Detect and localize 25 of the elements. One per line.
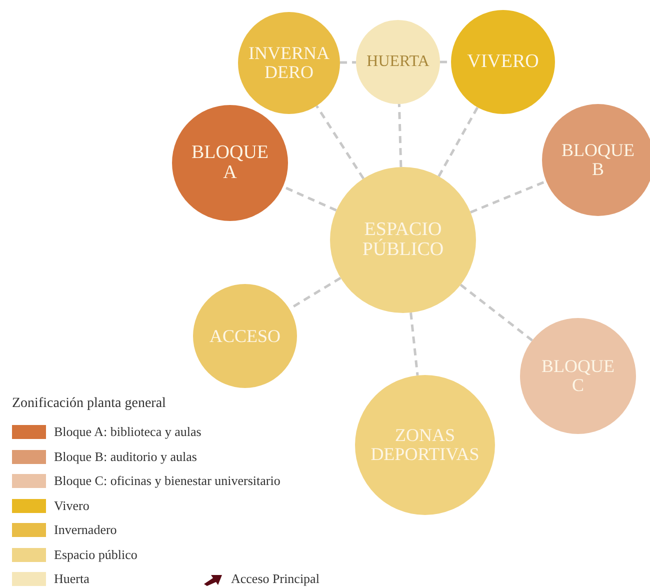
zone-label: BLOQUE C	[540, 357, 616, 395]
dashed-connector	[410, 312, 419, 376]
zone-label: VIVERO	[467, 52, 539, 72]
legend-text: Vivero	[54, 496, 90, 515]
dashed-connector	[398, 104, 402, 168]
legend-text: Acceso Principal	[231, 570, 320, 588]
legend-text: Bloque A: biblioteca y aulas	[54, 423, 202, 442]
legend-text: Invernadero	[54, 521, 117, 540]
zone-label: BLOQUE A	[190, 143, 270, 183]
dashed-connector	[316, 105, 365, 180]
dashed-connector	[340, 61, 356, 64]
legend-title: Zonificación planta general	[12, 395, 166, 413]
legend-text: Huerta	[54, 570, 90, 588]
zone-label: ZONAS DEPORTIVAS	[370, 426, 480, 464]
legend-text: Bloque B: auditorio y aulas	[54, 448, 197, 466]
zone-label: BLOQUE B	[560, 141, 636, 179]
dashed-connector	[460, 284, 533, 342]
zone-label: INVERNA DERO	[248, 44, 330, 82]
zone-label: ACCESO	[209, 326, 280, 346]
zone-label: ESPACIO PÚBLICO	[361, 220, 445, 260]
legend-text: Bloque C: oficinas y bienestar universitario	[54, 472, 280, 490]
zone-label: HUERTA	[366, 54, 430, 70]
legend-text: Espacio público	[54, 546, 138, 564]
dashed-connector	[470, 180, 547, 214]
dashed-connector	[438, 106, 479, 177]
